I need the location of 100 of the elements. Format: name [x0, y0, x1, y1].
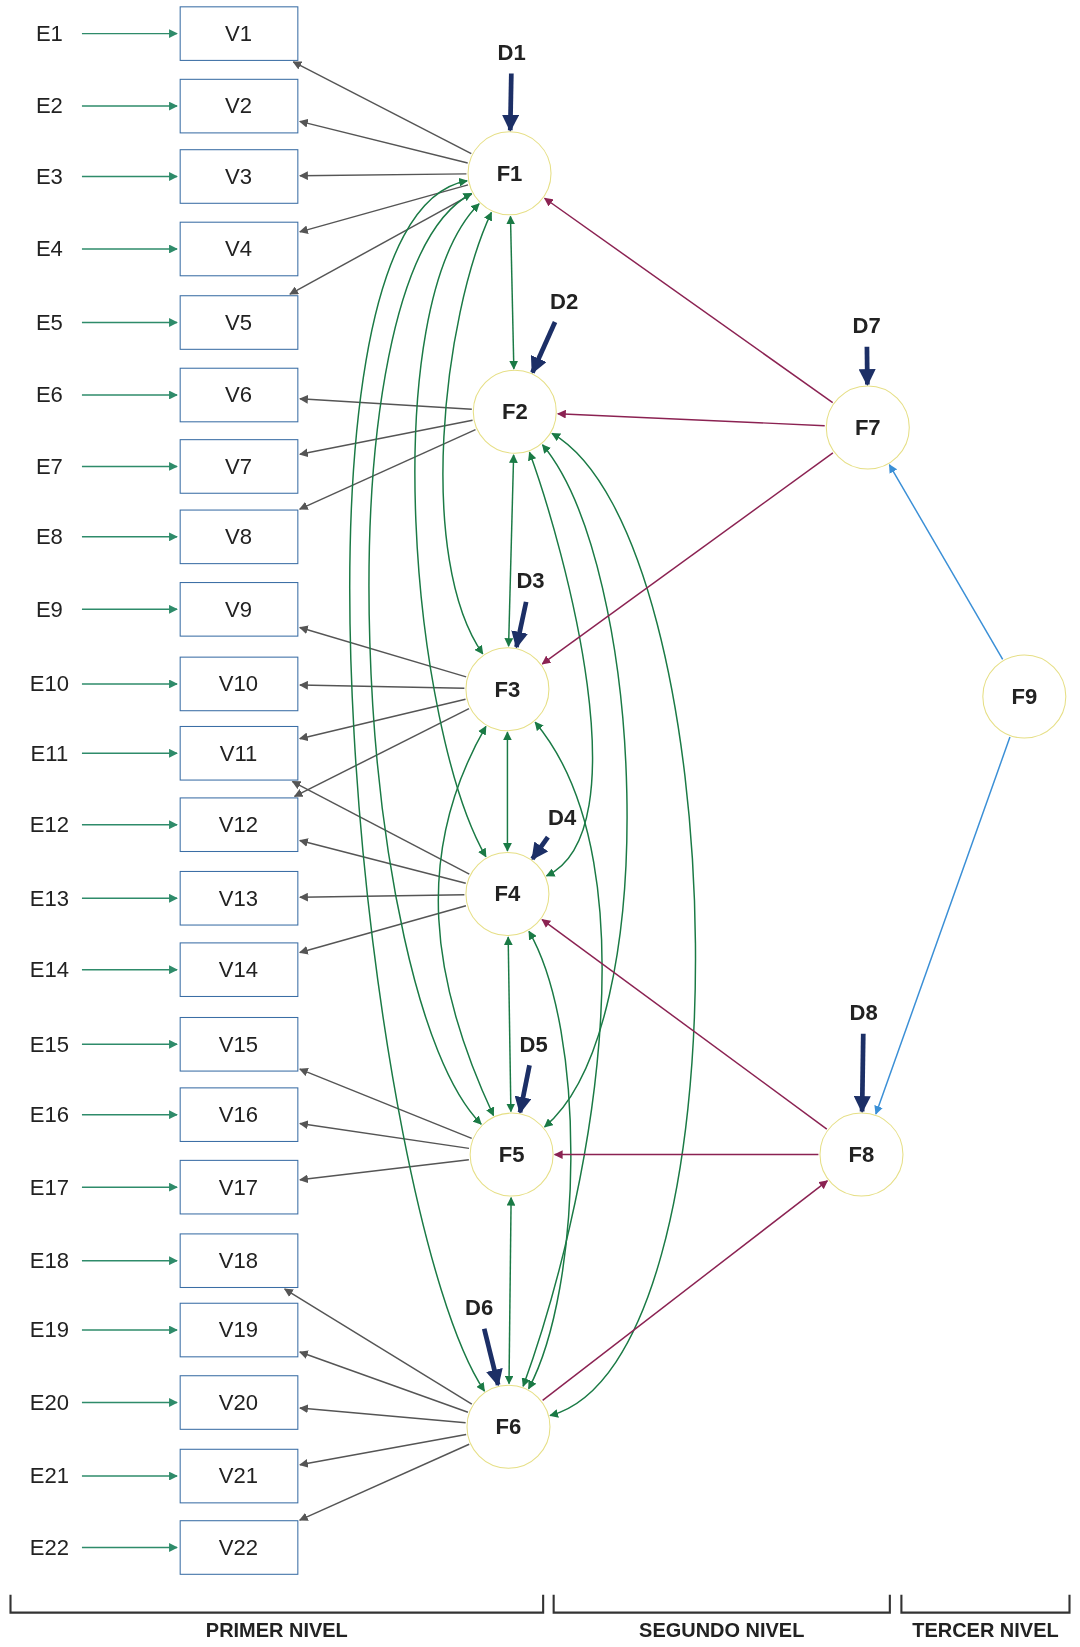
- error-label: E18: [23, 1246, 76, 1276]
- error-label: E8: [23, 522, 76, 552]
- arrow: [81, 172, 178, 181]
- disturbance-label: D5: [510, 1029, 557, 1059]
- arrow: [81, 1398, 178, 1407]
- error-label: E15: [23, 1029, 76, 1059]
- arrow: [874, 736, 1011, 1115]
- double-headed-arrow: [368, 192, 482, 1125]
- double-headed-arrow: [503, 731, 512, 852]
- arrow: [81, 1256, 178, 1266]
- double-headed-arrow: [527, 451, 594, 877]
- level-label: PRIMER NIVEL: [205, 1618, 348, 1643]
- double-headed-arrow: [414, 203, 487, 858]
- variable-box: V4: [179, 221, 298, 277]
- error-label: E17: [23, 1172, 76, 1202]
- double-headed-arrow: [437, 725, 495, 1117]
- disturbance-label: D8: [840, 998, 887, 1028]
- variable-box: V10: [179, 656, 298, 712]
- arrow: [81, 1110, 178, 1120]
- error-label: E6: [23, 380, 76, 410]
- double-headed-arrow: [527, 930, 572, 1390]
- arrow: [81, 1325, 178, 1335]
- variable-box: V16: [179, 1087, 298, 1142]
- error-label: E7: [23, 451, 76, 482]
- arrow: [81, 748, 178, 758]
- arrow: [541, 1180, 829, 1402]
- arrow: [283, 1288, 473, 1405]
- variable-box: V7: [179, 439, 298, 494]
- arrow: [299, 698, 467, 742]
- arrow: [81, 965, 178, 975]
- arrow: [289, 193, 473, 295]
- variable-box: V12: [179, 797, 298, 852]
- arrow: [511, 601, 529, 649]
- disturbance-label: D4: [538, 802, 586, 833]
- arrow: [292, 61, 473, 155]
- arrow: [81, 462, 178, 471]
- variable-box: V3: [179, 149, 298, 204]
- arrow: [553, 1150, 820, 1159]
- error-label: E10: [23, 669, 76, 699]
- variable-box: V19: [179, 1302, 298, 1358]
- arrow: [530, 835, 550, 861]
- arrow: [481, 1328, 503, 1387]
- error-label: E13: [23, 883, 76, 913]
- variable-box: V21: [179, 1448, 298, 1504]
- arrow: [299, 1067, 473, 1140]
- variable-box: V2: [179, 78, 298, 134]
- disturbance-label: D3: [507, 566, 554, 596]
- arrow: [541, 452, 834, 665]
- arrow: [81, 101, 178, 111]
- double-headed-arrow: [504, 454, 518, 647]
- error-label: E14: [23, 955, 76, 985]
- error-label: E2: [23, 91, 76, 121]
- variable-box: V1: [179, 6, 298, 61]
- arrow: [557, 409, 826, 427]
- arrow: [299, 1159, 470, 1184]
- arrow: [299, 1120, 470, 1150]
- arrow: [81, 1543, 178, 1552]
- arrow: [299, 1350, 469, 1413]
- arrow: [299, 394, 473, 410]
- variable-box: V5: [179, 295, 298, 350]
- disturbance-label: D7: [843, 310, 890, 341]
- error-label: E11: [23, 738, 76, 768]
- arrow: [299, 1433, 467, 1468]
- double-headed-arrow: [503, 936, 516, 1113]
- arrow: [888, 464, 1004, 661]
- variable-box: V15: [179, 1016, 298, 1072]
- double-headed-arrow: [521, 721, 603, 1388]
- arrow: [299, 184, 469, 234]
- error-label: E1: [23, 18, 76, 49]
- arrow: [299, 118, 469, 164]
- arrow: [299, 838, 467, 885]
- double-headed-arrow: [442, 211, 493, 655]
- arrow: [299, 1404, 467, 1424]
- arrow: [81, 29, 178, 39]
- error-label: E21: [23, 1461, 76, 1491]
- error-label: E19: [23, 1315, 76, 1345]
- error-label: E9: [23, 594, 76, 625]
- arrow: [299, 892, 466, 902]
- arrow: [299, 904, 467, 955]
- arrow: [293, 707, 470, 798]
- arrow: [853, 1033, 871, 1114]
- arrow: [541, 918, 828, 1130]
- level-label: TERCER NIVEL: [912, 1618, 1059, 1643]
- arrow: [81, 679, 178, 689]
- arrow: [81, 390, 178, 400]
- error-label: E12: [23, 810, 76, 840]
- arrow: [298, 428, 477, 510]
- error-label: E20: [23, 1387, 76, 1418]
- arrow: [81, 318, 178, 327]
- error-label: E16: [23, 1099, 76, 1130]
- arrow: [543, 197, 834, 404]
- variable-box: V14: [179, 942, 298, 997]
- arrow: [530, 321, 558, 375]
- arrow: [81, 1471, 178, 1481]
- variable-box: V20: [179, 1375, 298, 1430]
- level-label: SEGUNDO NIVEL: [639, 1618, 805, 1643]
- arrow: [81, 1039, 178, 1049]
- factor-circle: F3: [465, 647, 550, 732]
- error-label: E5: [23, 307, 76, 338]
- arrow: [81, 532, 178, 542]
